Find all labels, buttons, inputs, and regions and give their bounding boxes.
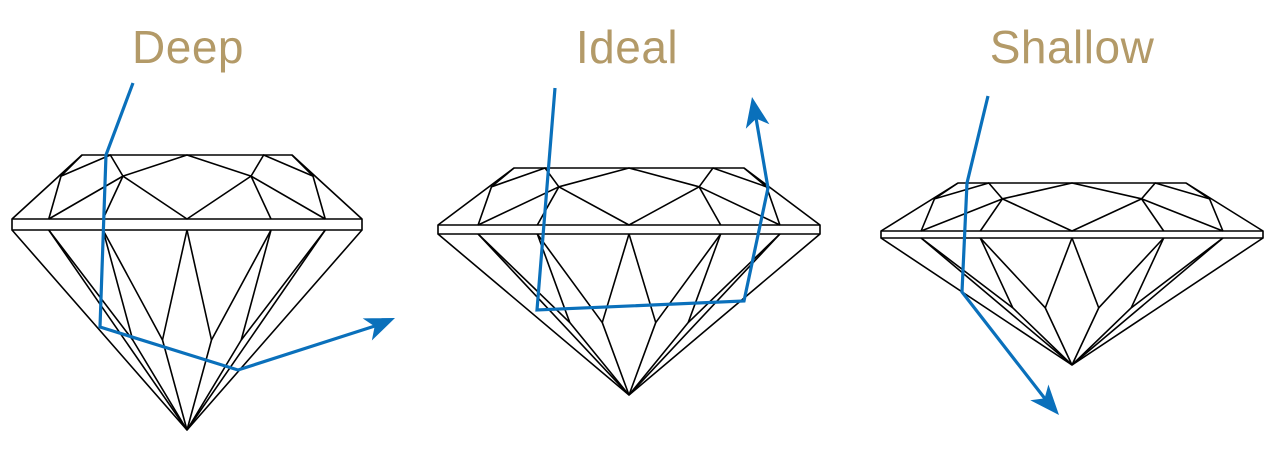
girdle [880,230,1264,239]
pavilion-outline [11,229,363,431]
label-shallow: Shallow [989,21,1155,73]
lower-girdle-facet [240,229,272,341]
label-deep: Deep [132,21,244,73]
light-path [98,82,379,372]
lower-girdle-facet [102,229,134,341]
lower-girdle-facet [687,233,722,323]
lower-girdle-facet [186,229,272,431]
crown-facet [979,198,1004,232]
lower-girdle-facet [1071,237,1100,309]
pavilion-main [628,233,781,396]
bezel-facets [920,198,1224,232]
pavilion-main [48,229,188,431]
light-ray-ideal [535,87,770,312]
star-facets [60,154,314,177]
lower-girdle-facet [102,229,188,431]
crown-facet [1140,198,1165,232]
bezel-facets [48,175,326,220]
diamond-shallow [880,182,1264,366]
diamond-ideal [437,167,821,396]
lower-girdle-facet [1044,237,1073,309]
lower-girdle-facet [1071,237,1165,366]
pavilion-outline [880,237,1264,366]
lower-girdle-facet [1130,237,1165,309]
crown-facet [698,186,722,226]
crown-facet [291,154,327,220]
bezel-facets [477,186,781,226]
light-path [960,95,1048,401]
girdle [11,218,363,231]
crown-facet [536,186,560,226]
lower-girdle-facet [161,229,188,341]
lower-girdle-facet [186,229,213,341]
lower-girdle-facet [628,233,657,323]
diamond-deep [11,154,363,431]
star-facets [491,167,767,188]
lower-girdle-facet [601,233,630,323]
arrowhead-icon [745,97,770,129]
lower-girdle-facet [979,237,1073,366]
crown-facet [1185,182,1224,232]
pavilion-main [477,233,630,396]
label-ideal: Ideal [575,21,679,73]
pavilion-main [186,229,326,431]
crown-facet [250,175,272,220]
arrowhead-icon [1030,384,1059,415]
pavilion-main [1071,237,1224,366]
pavilion-outline [437,233,821,396]
star-facets [934,182,1210,200]
lower-girdle-facet [979,237,1014,309]
light-path [535,87,770,312]
lower-girdle-facet [536,233,630,396]
pavilion-main [920,237,1073,366]
arrowhead-icon [362,318,395,341]
crown-facet [102,175,124,220]
girdle [437,224,821,235]
light-ray-deep [98,82,395,372]
lower-girdle-facet [628,233,722,396]
light-ray-shallow [960,95,1059,415]
